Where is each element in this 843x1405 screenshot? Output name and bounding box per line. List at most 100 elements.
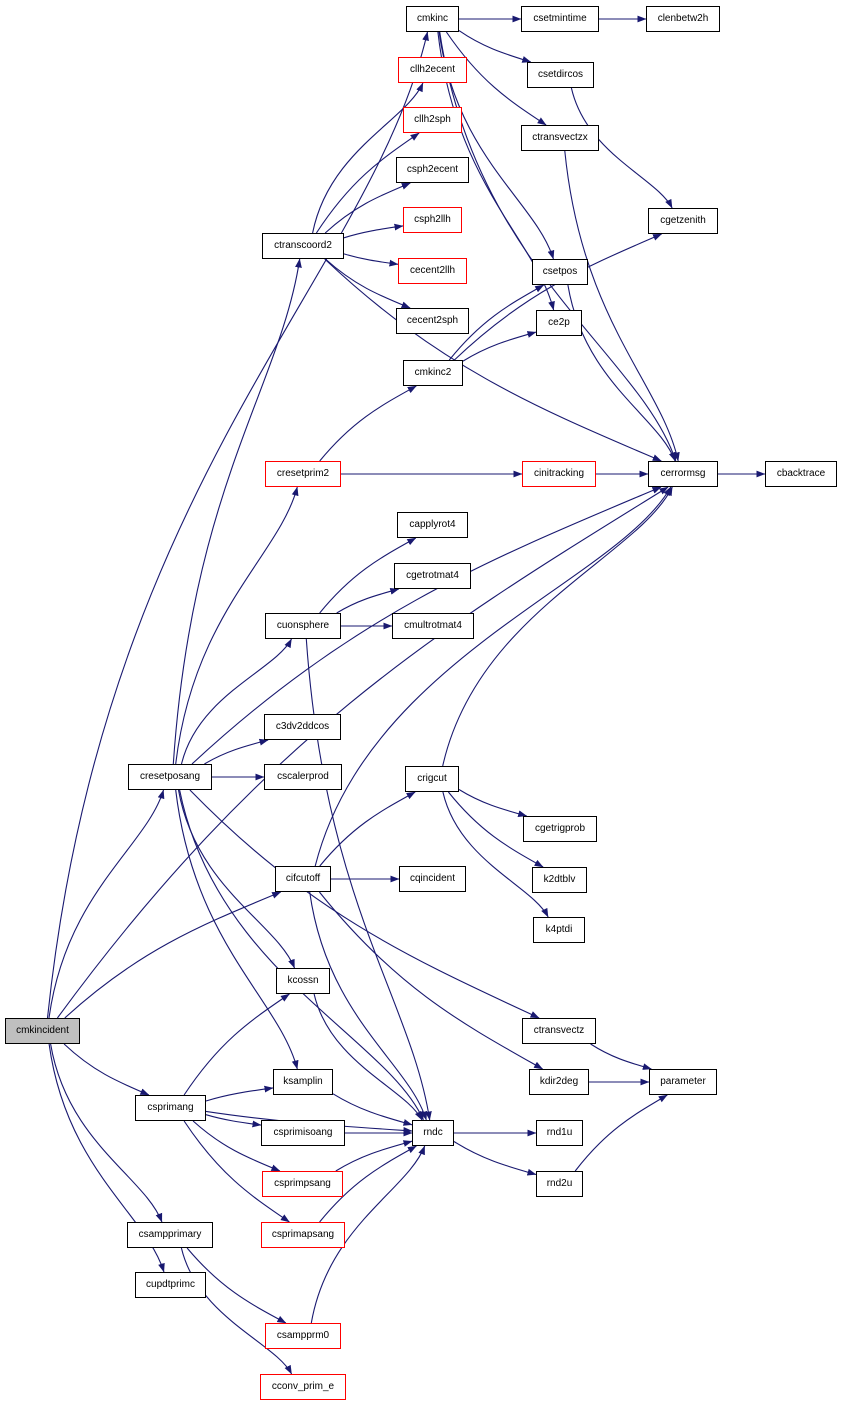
edge-rnd2u-to-parameter bbox=[574, 1094, 668, 1172]
edge-crigcut-to-cerrormsg bbox=[442, 486, 673, 767]
node-parameter[interactable]: parameter bbox=[649, 1069, 717, 1095]
edge-ctranscoord2-to-cecent2llh bbox=[343, 253, 399, 267]
node-crigcut[interactable]: crigcut bbox=[405, 766, 459, 792]
node-capplyrot4[interactable]: capplyrot4 bbox=[397, 512, 468, 538]
node-csph2ecent[interactable]: csph2ecent bbox=[396, 157, 469, 183]
edge-ctransvectz-to-parameter bbox=[590, 1043, 652, 1070]
node-cmkincident[interactable]: cmkincident bbox=[5, 1018, 80, 1044]
node-csetmintime[interactable]: csetmintime bbox=[521, 6, 599, 32]
node-cgetrigprob[interactable]: cgetrigprob bbox=[523, 816, 597, 842]
edge-csprimang-to-ksamplin bbox=[205, 1085, 274, 1102]
edge-cmkinc-to-ctransvectzx bbox=[445, 31, 547, 126]
edge-cresetprim2-to-cmkinc2 bbox=[319, 385, 417, 462]
edge-cuonsphere-to-cgetrotmat4 bbox=[336, 587, 400, 614]
node-c3dv2ddcos[interactable]: c3dv2ddcos bbox=[264, 714, 341, 740]
node-csprimapsang[interactable]: csprimapsang bbox=[261, 1222, 345, 1248]
node-cscalerprod[interactable]: cscalerprod bbox=[264, 764, 342, 790]
node-cgetzenith[interactable]: cgetzenith bbox=[648, 208, 718, 234]
node-csph2llh[interactable]: csph2llh bbox=[403, 207, 462, 233]
node-cuonsphere[interactable]: cuonsphere bbox=[265, 613, 341, 639]
node-ctransvectzx[interactable]: ctransvectzx bbox=[521, 125, 599, 151]
edge-cmkinc-to-csetdircos bbox=[458, 30, 532, 63]
node-cmultrotmat4[interactable]: cmultrotmat4 bbox=[392, 613, 474, 639]
edge-csampprm0-to-rndc bbox=[310, 1145, 426, 1324]
node-cupdtprimc[interactable]: cupdtprimc bbox=[135, 1272, 206, 1298]
node-cresetposang[interactable]: cresetposang bbox=[128, 764, 212, 790]
edge-ctranscoord2-to-cllh2sph bbox=[315, 132, 420, 234]
edge-csprimang-to-csprimisoang bbox=[205, 1114, 262, 1128]
node-rndc[interactable]: rndc bbox=[412, 1120, 454, 1146]
node-csprimang[interactable]: csprimang bbox=[135, 1095, 206, 1121]
node-cllh2ecent[interactable]: cllh2ecent bbox=[398, 57, 467, 83]
node-kdir2deg[interactable]: kdir2deg bbox=[529, 1069, 589, 1095]
edge-csetdircos-to-cgetzenith bbox=[570, 87, 673, 209]
node-csetpos[interactable]: csetpos bbox=[532, 259, 588, 285]
edge-cifcutoff-to-crigcut bbox=[319, 791, 416, 867]
node-cresetprim2[interactable]: cresetprim2 bbox=[265, 461, 341, 487]
edge-cifcutoff-to-rndc bbox=[309, 891, 428, 1121]
node-cerrormsg[interactable]: cerrormsg bbox=[648, 461, 718, 487]
edge-cmkinc2-to-csetpos bbox=[448, 284, 545, 361]
edge-ctranscoord2-to-cerrormsg bbox=[324, 258, 662, 462]
node-rnd2u[interactable]: rnd2u bbox=[536, 1171, 583, 1197]
edge-csampprimary-to-cconv_prim_e bbox=[180, 1247, 293, 1375]
node-rnd1u[interactable]: rnd1u bbox=[536, 1120, 583, 1146]
edge-cifcutoff-to-cerrormsg bbox=[314, 486, 672, 867]
edge-cmkinc2-to-cgetzenith bbox=[454, 233, 663, 361]
node-kcossn[interactable]: kcossn bbox=[276, 968, 330, 994]
edge-csprimapsang-to-rndc bbox=[319, 1145, 417, 1223]
edge-rndc-to-rnd2u bbox=[453, 1141, 537, 1176]
edge-crigcut-to-k2dtblv bbox=[447, 791, 544, 868]
edge-cmkincident-to-cifcutoff bbox=[64, 891, 282, 1019]
node-k2dtblv[interactable]: k2dtblv bbox=[532, 867, 587, 893]
node-csampprimary[interactable]: csampprimary bbox=[127, 1222, 213, 1248]
node-ctranscoord2[interactable]: ctranscoord2 bbox=[262, 233, 344, 259]
node-csprimisoang[interactable]: csprimisoang bbox=[261, 1120, 345, 1146]
edge-cifcutoff-to-kdir2deg bbox=[318, 891, 543, 1070]
edge-ctransvectzx-to-cerrormsg bbox=[564, 150, 680, 462]
node-cinitracking[interactable]: cinitracking bbox=[522, 461, 596, 487]
edge-csprimang-to-csprimapsang bbox=[183, 1120, 290, 1223]
edge-kcossn-to-rndc bbox=[313, 993, 423, 1121]
node-cmkinc[interactable]: cmkinc bbox=[406, 6, 459, 32]
node-csprimpsang[interactable]: csprimpsang bbox=[262, 1171, 343, 1197]
node-csetdircos[interactable]: csetdircos bbox=[527, 62, 594, 88]
node-cecent2llh[interactable]: cecent2llh bbox=[398, 258, 467, 284]
node-cqincident[interactable]: cqincident bbox=[399, 866, 466, 892]
node-ctransvectz[interactable]: ctransvectz bbox=[522, 1018, 596, 1044]
edge-crigcut-to-k4ptdi bbox=[442, 791, 549, 918]
node-ce2p[interactable]: ce2p bbox=[536, 310, 582, 336]
node-cbacktrace[interactable]: cbacktrace bbox=[765, 461, 837, 487]
node-clenbetw2h[interactable]: clenbetw2h bbox=[646, 6, 720, 32]
edge-cresetposang-to-cuonsphere bbox=[180, 638, 292, 765]
edge-cmkincident-to-csampprimary bbox=[50, 1043, 163, 1223]
edge-csprimang-to-kcossn bbox=[183, 993, 290, 1096]
node-cllh2sph[interactable]: cllh2sph bbox=[403, 107, 462, 133]
edge-csampprimary-to-csampprm0 bbox=[186, 1247, 287, 1324]
edge-cresetposang-to-ctranscoord2 bbox=[172, 258, 302, 765]
node-cmkinc2[interactable]: cmkinc2 bbox=[403, 360, 463, 386]
edge-cresetposang-to-ksamplin bbox=[175, 789, 299, 1070]
node-ksamplin[interactable]: ksamplin bbox=[273, 1069, 333, 1095]
edge-cmkincident-to-cerrormsg bbox=[56, 486, 669, 1019]
node-cecent2sph[interactable]: cecent2sph bbox=[396, 308, 469, 334]
edge-cuonsphere-to-capplyrot4 bbox=[319, 537, 417, 614]
edge-ctranscoord2-to-cecent2sph bbox=[325, 258, 411, 309]
edge-crigcut-to-cgetrigprob bbox=[458, 789, 528, 818]
node-cconv_prim_e[interactable]: cconv_prim_e bbox=[260, 1374, 346, 1400]
edge-ctranscoord2-to-csph2ecent bbox=[324, 182, 411, 234]
node-cifcutoff[interactable]: cifcutoff bbox=[275, 866, 331, 892]
edge-cmkincident-to-cresetposang bbox=[48, 789, 165, 1019]
node-csampprm0[interactable]: csampprm0 bbox=[265, 1323, 341, 1349]
edge-cmkinc2-to-ce2p bbox=[462, 331, 537, 362]
edge-cmkinc-to-cerrormsg bbox=[439, 31, 677, 462]
edge-ksamplin-to-rndc bbox=[332, 1093, 413, 1126]
node-cgetrotmat4[interactable]: cgetrotmat4 bbox=[394, 563, 471, 589]
edge-ctranscoord2-to-csph2llh bbox=[343, 223, 404, 239]
edge-csprimpsang-to-rndc bbox=[335, 1140, 413, 1172]
node-k4ptdi[interactable]: k4ptdi bbox=[533, 917, 585, 943]
edge-ctranscoord2-to-cllh2ecent bbox=[312, 82, 424, 234]
edge-csprimang-to-csprimpsang bbox=[192, 1120, 281, 1172]
edge-cresetposang-to-cerrormsg bbox=[191, 486, 662, 765]
